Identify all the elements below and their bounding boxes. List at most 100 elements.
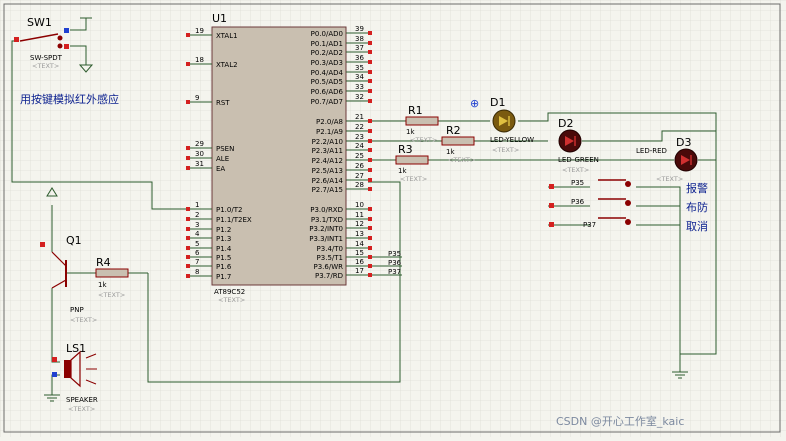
mcu-pin-number: 8 bbox=[195, 268, 199, 276]
junction-marker-icon: ⊕ bbox=[470, 97, 479, 110]
d3-part: LED-RED bbox=[636, 147, 667, 155]
mcu-ref: U1 bbox=[212, 12, 227, 25]
btn2-pin-marker bbox=[549, 203, 554, 208]
mcu-pin-number: 18 bbox=[195, 56, 204, 64]
mcu-pin-number: 36 bbox=[355, 54, 364, 62]
pin-marker bbox=[368, 129, 372, 133]
pin-marker bbox=[186, 255, 190, 259]
d3-triangle bbox=[681, 155, 690, 165]
mcu-pin-name: P1.1/T2EX bbox=[216, 216, 252, 224]
mcu-pin-number: 2 bbox=[195, 211, 199, 219]
transistor-q1[interactable]: Q1 PNP <TEXT> bbox=[40, 187, 97, 324]
resistor-r3[interactable]: R3 1k <TEXT> bbox=[395, 143, 429, 183]
ls1-pin-marker-2 bbox=[52, 372, 57, 377]
ground-symbol-sw1 bbox=[78, 64, 94, 73]
pin-marker bbox=[368, 207, 372, 211]
sw1-pin-marker-2 bbox=[64, 44, 69, 49]
mcu-pin-name: P3.0/RXD bbox=[310, 206, 343, 214]
mcu-pin-name: P2.7/A15 bbox=[312, 186, 343, 194]
mcu-pin-number: 15 bbox=[355, 249, 364, 257]
mcu-pin-number: 1 bbox=[195, 201, 199, 209]
r1-ref: R1 bbox=[408, 104, 423, 117]
mcu-placeholder: <TEXT> bbox=[218, 296, 245, 304]
resistor-r4[interactable]: R4 1k <TEXT> bbox=[95, 256, 129, 299]
resistor-r1[interactable]: R1 1k <TEXT> bbox=[405, 104, 439, 144]
mcu-pin-number: 39 bbox=[355, 25, 364, 33]
sw1-pin-marker-blue bbox=[64, 28, 69, 33]
d1-part: LED-YELLOW bbox=[490, 136, 534, 144]
r3-placeholder: <TEXT> bbox=[400, 175, 427, 183]
mcu-body bbox=[211, 26, 347, 286]
mcu-pin-number: 12 bbox=[355, 220, 364, 228]
pin-marker bbox=[368, 41, 372, 45]
switch-sw1[interactable]: SW1 SW-SPDT <TEXT> bbox=[14, 16, 94, 73]
mcu-pin-number: 3 bbox=[195, 221, 199, 229]
ground-symbol-speaker bbox=[44, 394, 60, 402]
r4-placeholder: <TEXT> bbox=[98, 291, 125, 299]
r3-value: 1k bbox=[398, 167, 407, 175]
mcu-pins-left: 19XTAL118XTAL29RST29PSEN30ALE31EA1P1.0/T… bbox=[186, 27, 252, 281]
mcu-pin-number: 35 bbox=[355, 64, 364, 72]
pin-marker bbox=[186, 33, 190, 37]
mcu-pin-number: 22 bbox=[355, 123, 364, 131]
pin-marker bbox=[368, 31, 372, 35]
mcu-pin-name: EA bbox=[216, 165, 225, 173]
button-cancel[interactable]: P37 bbox=[549, 217, 631, 229]
resistor-r2[interactable]: R2 1k <TEXT> bbox=[441, 124, 475, 164]
btn2-contact bbox=[625, 200, 631, 206]
mcu-pin-name: P0.7/AD7 bbox=[311, 98, 343, 106]
mcu-pin-number: 24 bbox=[355, 142, 364, 150]
led-d2[interactable]: D2 LED-GREEN <TEXT> bbox=[558, 117, 599, 174]
mcu-pin-5: 5P1.4 bbox=[186, 240, 232, 253]
mcu-pin-number: 6 bbox=[195, 249, 200, 257]
btn1-net-label: P35 bbox=[571, 179, 584, 187]
mcu-pin-number: 31 bbox=[195, 160, 204, 168]
r2-value: 1k bbox=[446, 148, 455, 156]
wire-d2-to-bus bbox=[582, 130, 716, 142]
led-d3[interactable]: D3 LED-RED <TEXT> bbox=[636, 136, 698, 183]
pin-marker bbox=[186, 264, 190, 268]
speaker-ls1[interactable]: LS1 SPEAKER <TEXT> bbox=[52, 342, 98, 413]
q1-placeholder: <TEXT> bbox=[70, 316, 97, 324]
sw1-placeholder: <TEXT> bbox=[32, 62, 59, 70]
led-d1[interactable]: D1 LED-YELLOW <TEXT> ⊕ bbox=[470, 96, 534, 154]
button-arm[interactable]: P36 bbox=[549, 198, 631, 208]
ls1-cone bbox=[70, 350, 81, 388]
d3-ref: D3 bbox=[676, 136, 691, 149]
ls1-wave-1 bbox=[85, 353, 97, 359]
r3-ref: R3 bbox=[398, 143, 413, 156]
pin-marker bbox=[186, 246, 190, 250]
wire-bus-to-ground bbox=[679, 131, 717, 372]
d1-ref: D1 bbox=[490, 96, 505, 109]
mcu-pin-name: P0.5/AD5 bbox=[311, 78, 343, 86]
pin-marker bbox=[186, 62, 190, 66]
mcu-pin-number: 13 bbox=[355, 230, 364, 238]
mcu-pin-name: P3.2/INT0 bbox=[309, 225, 343, 233]
pin-marker bbox=[368, 217, 372, 221]
r1-placeholder: <TEXT> bbox=[410, 136, 437, 144]
btn3-net-label: P37 bbox=[583, 221, 596, 229]
mcu-pin-number: 34 bbox=[355, 73, 364, 81]
mcu-pin-name: P0.6/AD6 bbox=[311, 88, 344, 96]
mcu-pin-name: P3.3/INT1 bbox=[309, 235, 343, 243]
mcu-pin-number: 30 bbox=[195, 150, 204, 158]
button-alarm[interactable]: P35 bbox=[549, 179, 631, 189]
r1-value: 1k bbox=[406, 128, 415, 136]
mcu-pin-name: P0.4/AD4 bbox=[311, 69, 344, 77]
mcu-u1[interactable]: U1 AT89C52 <TEXT> 19XTAL118XTAL29RST29PS… bbox=[186, 12, 372, 304]
mcu-pin-number: 23 bbox=[355, 133, 364, 141]
wire-d1-to-bus bbox=[518, 112, 717, 131]
mcu-pin-number: 7 bbox=[195, 258, 199, 266]
mcu-pin-name: P1.3 bbox=[216, 235, 231, 243]
